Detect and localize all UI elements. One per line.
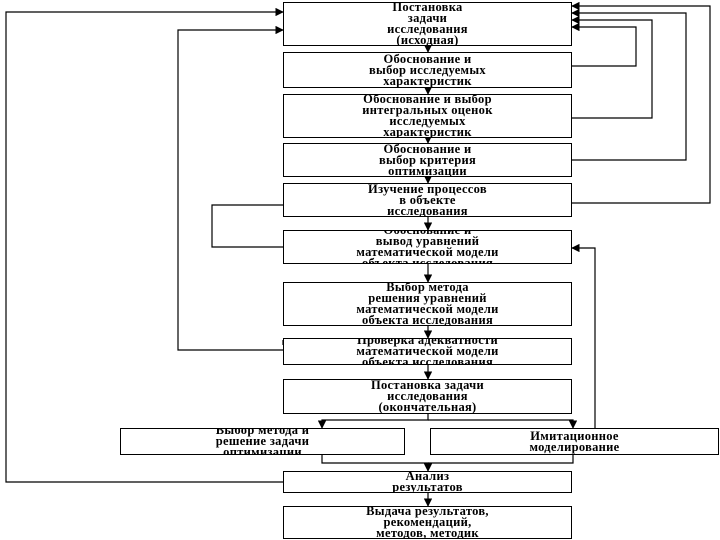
- feedback-b12-b1: [5, 7, 284, 483]
- box-model-equations: Обоснование и вывод уравнений математиче…: [283, 230, 572, 264]
- feedback-b8-b2: [177, 25, 284, 351]
- feedback-b2-b1: [571, 22, 637, 67]
- feedback-b11-b6: [571, 243, 596, 428]
- box-process-study: Изучение процессов в объекте исследовани…: [283, 183, 572, 217]
- box-characteristics-selection: Обоснование и выбор исследуемых характер…: [283, 52, 572, 88]
- arrow-b9-b11: [428, 419, 578, 429]
- feedback-b5-b1: [571, 1, 711, 204]
- box-results-output: Выдача результатов, рекомендаций, методо…: [283, 506, 572, 539]
- box-final-problem-statement: Постановка задачи исследования (окончате…: [283, 379, 572, 414]
- box-model-adequacy: Проверка адекватности математической мод…: [283, 338, 572, 365]
- arrow-b9-b10: [317, 414, 429, 429]
- arrow-b11-b12: [428, 455, 574, 464]
- box-optimization-criterion: Обоснование и выбор критерия оптимизации: [283, 143, 572, 177]
- feedback-b4-b1: [571, 8, 687, 161]
- feedback-b3-b1: [571, 15, 653, 119]
- box-results-analysis: Анализ результатов: [283, 471, 572, 493]
- box-simulation: Имитационное моделирование: [430, 428, 719, 455]
- feedback-inner-left: [211, 204, 283, 248]
- box-initial-problem-statement: Постановка задачи исследования (исходная…: [283, 2, 572, 46]
- box-integral-estimates: Обоснование и выбор интегральных оценок …: [283, 94, 572, 138]
- arrow-b10-b12: [321, 455, 433, 472]
- box-solution-method: Выбор метода решения уравнений математич…: [283, 282, 572, 326]
- box-optimization-solution: Выбор метода и решение задачи оптимизаци…: [120, 428, 405, 455]
